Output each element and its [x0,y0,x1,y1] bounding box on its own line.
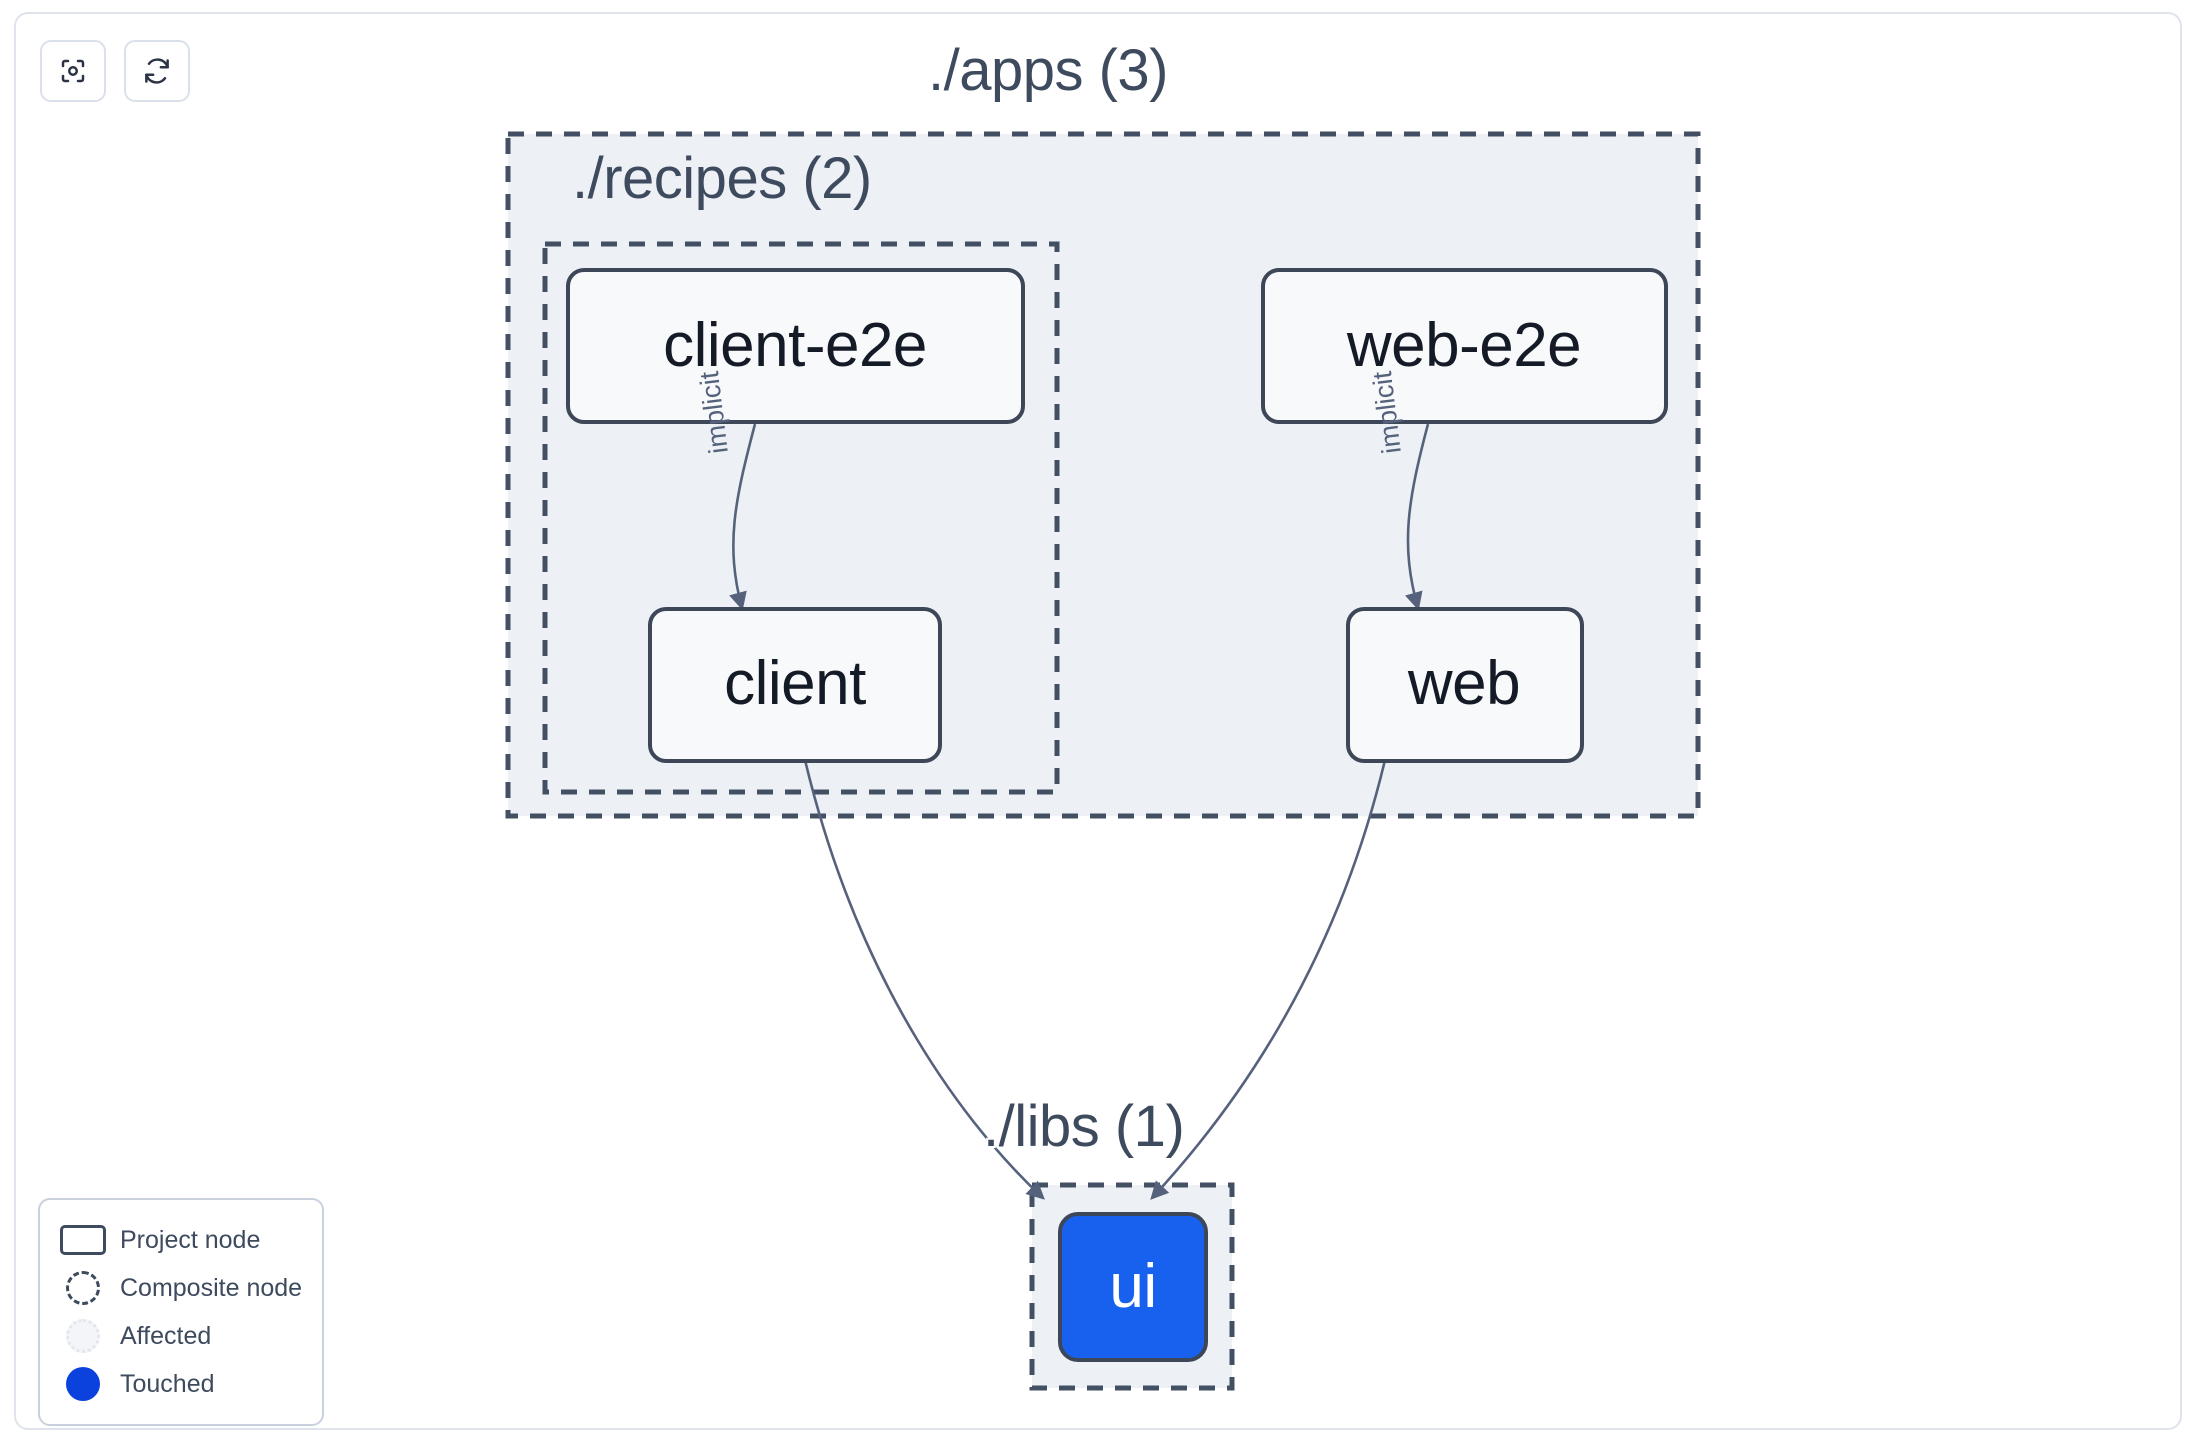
legend-item-touched: Touched [60,1360,304,1408]
legend-label-composite-node: Composite node [120,1273,303,1302]
project-node-swatch [60,1225,112,1255]
group-label-recipes: ./recipes (2) [572,146,872,211]
refresh-icon [142,56,172,86]
node-ui[interactable] [1058,1212,1208,1362]
group-label-apps: ./apps (3) [928,38,1169,103]
edge-web-e2e-to-web [1404,423,1430,611]
focus-graph-button[interactable] [40,40,106,102]
node-web-e2e[interactable] [1261,268,1668,424]
affected-swatch [60,1319,112,1353]
group-label-libs: ./libs (1) [983,1094,1185,1159]
focus-target-icon [58,56,88,86]
node-web[interactable] [1346,607,1584,763]
legend-label-touched: Touched [120,1369,215,1398]
graph-legend: Project node Composite node Affected Tou… [38,1198,324,1426]
edge-client-to-ui [803,759,1045,1200]
edge-web-to-ui [1150,759,1387,1200]
composite-node-swatch [60,1271,112,1305]
node-client[interactable] [648,607,942,763]
graph-toolbar [40,40,190,102]
legend-label-affected: Affected [120,1321,212,1350]
touched-swatch [60,1367,112,1401]
legend-label-project-node: Project node [120,1225,261,1254]
legend-item-affected: Affected [60,1312,304,1360]
refresh-graph-button[interactable] [124,40,190,102]
legend-item-composite-node: Composite node [60,1264,304,1312]
edge-client-e2e-to-client [729,423,757,611]
legend-item-project-node: Project node [60,1216,304,1264]
node-client-e2e[interactable] [566,268,1025,424]
